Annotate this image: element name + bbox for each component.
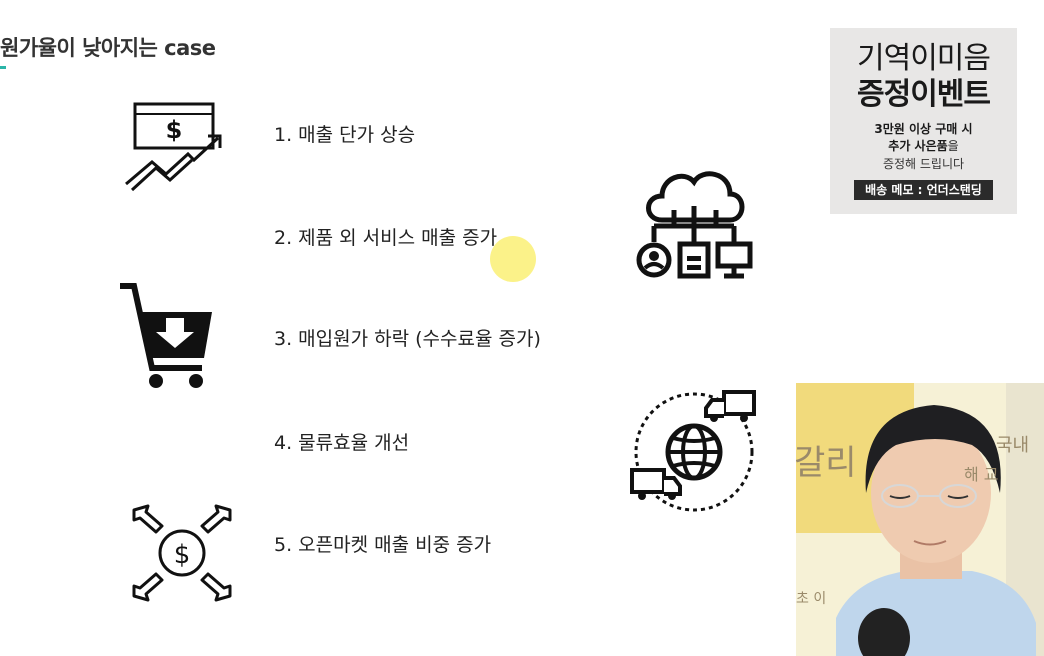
cursor-highlight xyxy=(490,236,536,282)
list-item-3: 3. 매입원가 하락 (수수료율 증가) xyxy=(274,328,541,350)
price-up-icon: $ xyxy=(122,100,226,192)
slide-title: 원가율이 낮아지는 case xyxy=(0,36,216,60)
webcam-scene xyxy=(796,383,1044,656)
global-logistics-icon xyxy=(628,386,760,514)
banner-gift-line: 추가 사은품을 xyxy=(830,138,1017,154)
banner-condition: 3만원 이상 구매 시 xyxy=(874,122,973,136)
webcam-bg-text-3: 해 교 xyxy=(964,465,999,484)
webcam-overlay: 갈리 국내 해 교 초 이 xyxy=(796,383,1044,656)
banner-brand: 기역이미음 xyxy=(857,41,991,76)
list-item-1: 1. 매출 단가 상승 xyxy=(274,124,416,146)
list-item-2: 2. 제품 외 서비스 매출 증가 xyxy=(274,227,498,249)
list-item-5: 5. 오픈마켓 매출 비중 증가 xyxy=(274,534,492,556)
promo-banner: 기역이미음 증정이벤트 3만원 이상 구매 시 추가 사은품을 증정해 드립니다… xyxy=(830,28,1017,214)
webcam-bg-text-1: 갈리 xyxy=(796,443,857,483)
banner-delivery-memo: 배송 메모 : 언더스탠딩 xyxy=(854,180,993,200)
banner-gift: 추가 사은품 xyxy=(888,139,948,153)
title-accent-bar xyxy=(0,66,6,69)
banner-event-title: 증정이벤트 xyxy=(857,77,991,112)
banner-give: 증정해 드립니다 xyxy=(882,157,965,171)
webcam-bg-text-4: 초 이 xyxy=(796,591,827,607)
webcam-bg-text-2: 국내 xyxy=(996,435,1030,456)
svg-text:$: $ xyxy=(174,540,191,570)
shopping-cart-down-icon xyxy=(118,282,218,392)
svg-text:$: $ xyxy=(166,116,183,144)
banner-gift-suffix: 을 xyxy=(947,139,959,153)
cloud-services-icon xyxy=(634,162,758,284)
list-item-4: 4. 물류효율 개선 xyxy=(274,432,410,454)
dollar-coin-arrows-icon: $ xyxy=(128,500,236,606)
